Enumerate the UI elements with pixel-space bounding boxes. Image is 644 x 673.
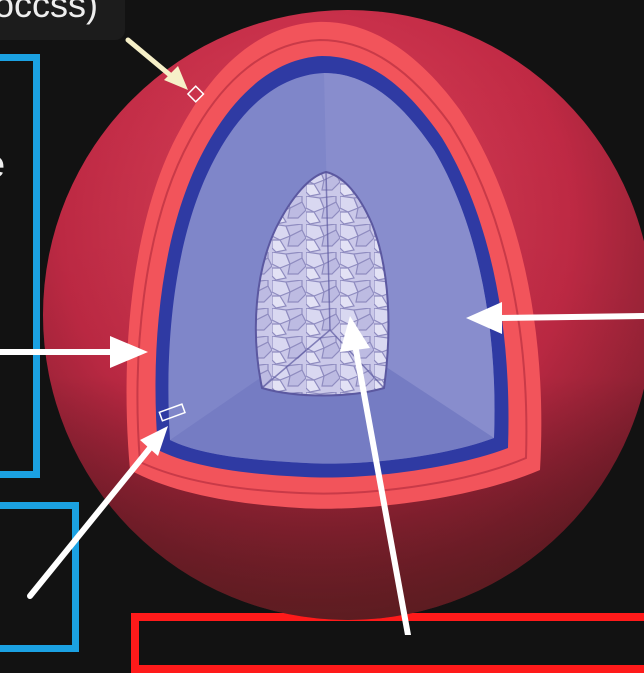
- sphere-cutaway-diagram: [0, 0, 644, 635]
- arrow-right: [500, 316, 644, 318]
- arrow-top-left: [128, 40, 176, 80]
